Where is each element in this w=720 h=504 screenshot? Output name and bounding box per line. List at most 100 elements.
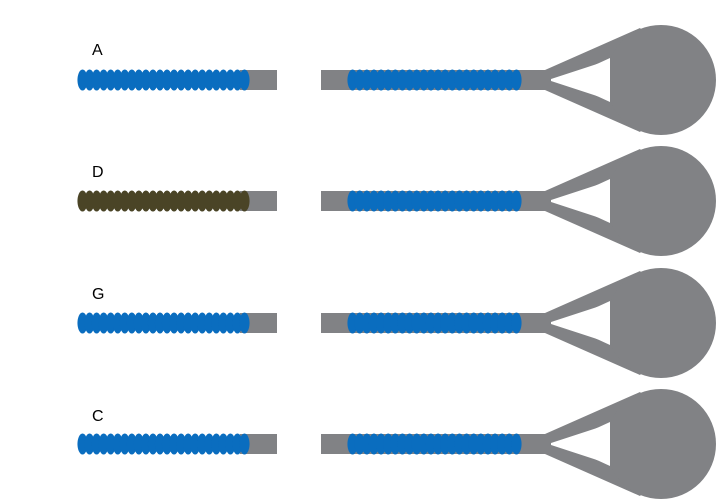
bead bbox=[239, 190, 250, 212]
bead bbox=[404, 433, 415, 455]
bead bbox=[461, 190, 472, 212]
bead bbox=[432, 190, 444, 212]
bead bbox=[454, 312, 465, 334]
bead bbox=[239, 312, 250, 334]
bead bbox=[397, 69, 408, 91]
bead bbox=[504, 190, 515, 212]
bead bbox=[91, 190, 102, 212]
bead bbox=[361, 312, 372, 334]
bead bbox=[105, 312, 116, 334]
bead bbox=[489, 312, 501, 334]
bead bbox=[404, 312, 415, 334]
bead bbox=[461, 433, 472, 455]
bead bbox=[347, 433, 358, 455]
bead bbox=[232, 433, 243, 455]
bead bbox=[197, 433, 208, 455]
bead bbox=[354, 69, 365, 91]
bead bbox=[368, 312, 380, 334]
bead bbox=[133, 312, 144, 334]
bead bbox=[154, 312, 166, 334]
bead bbox=[211, 69, 222, 91]
bead bbox=[204, 312, 215, 334]
row-label: G bbox=[92, 286, 104, 303]
bead bbox=[112, 312, 123, 334]
bead bbox=[475, 312, 486, 334]
bead bbox=[204, 69, 215, 91]
diagram-row: D bbox=[77, 146, 716, 256]
bead bbox=[225, 433, 236, 455]
bead bbox=[383, 312, 394, 334]
bead bbox=[368, 190, 380, 212]
bead bbox=[112, 433, 123, 455]
bead bbox=[497, 190, 508, 212]
bead bbox=[418, 433, 429, 455]
bead bbox=[347, 312, 358, 334]
left-backbone bbox=[240, 313, 277, 333]
bead bbox=[239, 433, 250, 455]
right-bead-strip bbox=[347, 190, 522, 212]
bead bbox=[98, 433, 109, 455]
bead bbox=[454, 190, 465, 212]
bead bbox=[218, 190, 229, 212]
bead bbox=[432, 69, 444, 91]
bead bbox=[468, 312, 479, 334]
bead bbox=[105, 433, 116, 455]
bead bbox=[404, 69, 415, 91]
bead bbox=[397, 190, 408, 212]
bead bbox=[140, 69, 151, 91]
left-bead-strip bbox=[77, 433, 250, 455]
bead bbox=[440, 190, 451, 212]
bead bbox=[126, 190, 137, 212]
bead bbox=[368, 433, 380, 455]
bead bbox=[411, 69, 422, 91]
bead bbox=[91, 312, 102, 334]
bead bbox=[77, 312, 88, 334]
bead bbox=[411, 190, 422, 212]
bead bbox=[425, 69, 437, 91]
bead bbox=[204, 190, 215, 212]
bead bbox=[425, 312, 437, 334]
head-circle bbox=[606, 268, 716, 378]
bead bbox=[368, 69, 380, 91]
bead bbox=[183, 433, 194, 455]
bead bbox=[126, 69, 137, 91]
bead bbox=[225, 312, 236, 334]
bead bbox=[211, 312, 222, 334]
diagram-row: C bbox=[77, 389, 716, 499]
bead bbox=[77, 433, 88, 455]
bead bbox=[482, 312, 494, 334]
bead bbox=[147, 190, 159, 212]
bead bbox=[390, 433, 401, 455]
bead bbox=[383, 69, 394, 91]
bead bbox=[418, 190, 429, 212]
bead bbox=[461, 312, 472, 334]
bead bbox=[197, 69, 208, 91]
bead bbox=[375, 190, 387, 212]
bead bbox=[461, 69, 472, 91]
bead bbox=[475, 69, 486, 91]
left-bead-strip bbox=[77, 69, 250, 91]
bead bbox=[375, 433, 387, 455]
bead bbox=[161, 433, 173, 455]
bead bbox=[482, 433, 494, 455]
bead bbox=[504, 433, 515, 455]
left-bead-strip bbox=[77, 190, 250, 212]
bead bbox=[77, 190, 88, 212]
bead bbox=[383, 433, 394, 455]
bead bbox=[418, 69, 429, 91]
bead bbox=[119, 433, 130, 455]
bead bbox=[447, 433, 458, 455]
bead bbox=[168, 190, 180, 212]
bead bbox=[354, 190, 365, 212]
loop-gap bbox=[562, 58, 610, 102]
bead bbox=[140, 312, 151, 334]
bead bbox=[361, 433, 372, 455]
row-label: C bbox=[92, 408, 104, 425]
bead bbox=[447, 69, 458, 91]
bead bbox=[447, 312, 458, 334]
bead bbox=[232, 190, 243, 212]
bead bbox=[119, 312, 130, 334]
left-backbone bbox=[240, 191, 277, 211]
bead bbox=[161, 190, 173, 212]
